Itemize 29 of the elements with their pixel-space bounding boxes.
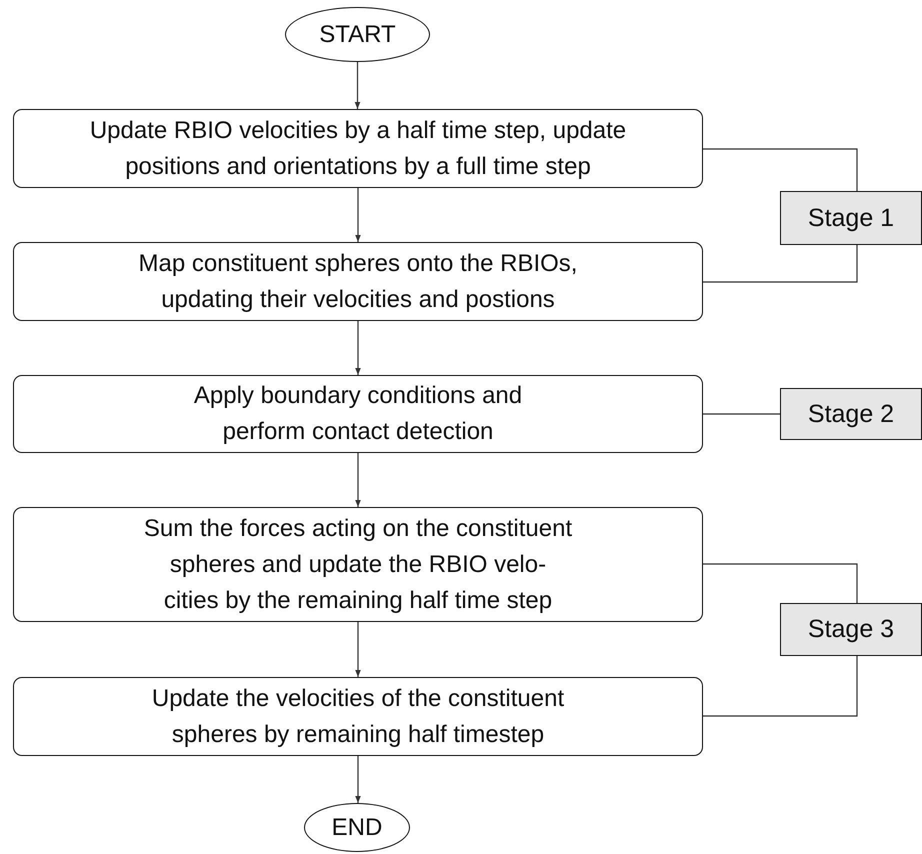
arrow: [354, 62, 360, 109]
connector-line: [703, 563, 858, 603]
node-text: Stage 3: [808, 615, 894, 644]
connector-line: [703, 656, 858, 717]
node-text: Update RBIO velocities by a half time step, update positions and orientations by a full time step: [88, 116, 628, 182]
node-text: Apply boundary conditions and perform contact detection: [193, 381, 523, 447]
node-text: END: [332, 814, 382, 842]
process-box: [13, 677, 703, 756]
arrow: [355, 453, 361, 507]
arrow: [355, 321, 361, 375]
stage-box: [780, 603, 922, 656]
node-text: Map constituent spheres onto the RBIOs, updating their velocities and postions: [138, 248, 578, 314]
process-box: [13, 375, 703, 453]
node-text: Stage 2: [808, 400, 894, 428]
node-text: Update the velocities of the constituent spheres by remaining half timestep: [150, 684, 566, 750]
arrow: [355, 756, 361, 803]
node-text: Stage 1: [808, 204, 894, 232]
process-box: [13, 507, 703, 622]
arrow: [355, 622, 361, 677]
process-box: [13, 109, 703, 188]
node-text: START: [319, 20, 396, 48]
stage-box: [780, 191, 922, 245]
node-text: Sum the forces acting on the constituent spheres and update the RBIO velo- cities by the remaining half time step: [142, 514, 574, 616]
connector-line: [703, 245, 858, 283]
stage-box: [780, 388, 922, 440]
connector-line: [703, 148, 858, 191]
arrow: [355, 188, 361, 242]
connector-line: [703, 413, 780, 415]
process-box: [13, 242, 703, 321]
